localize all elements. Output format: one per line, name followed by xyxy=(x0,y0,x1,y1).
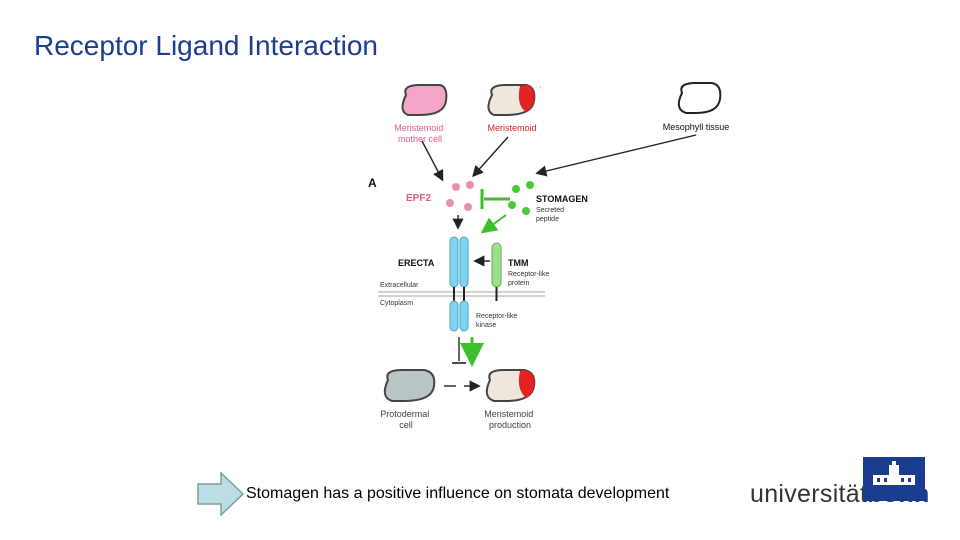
mesophyll-cell xyxy=(677,82,722,114)
meristemoid-mother-line1: Meristemoid xyxy=(394,123,443,133)
erecta-right-extracellular xyxy=(459,236,469,288)
caption-text: Stomagen has a positive influence on sto… xyxy=(246,485,670,502)
receptor-ligand-diagram: Meristemoid mother cell Meristemoid ' Me… xyxy=(360,75,760,445)
kinase-label: Receptor-like kinase xyxy=(476,313,519,329)
tmm-sub-line1: Receptor-like xyxy=(508,271,549,278)
logo-text-prefix: universität xyxy=(750,480,868,508)
building-emblem-icon xyxy=(863,457,925,501)
arrow-meristemoid-to-epf2 xyxy=(472,136,509,178)
stomagen-sub-line2: peptide xyxy=(536,216,559,223)
tmm-receptor xyxy=(491,242,502,288)
meristemoid-production-line2: production xyxy=(489,420,531,430)
meristemoid-production-red xyxy=(518,370,535,398)
tmm-label: TMM xyxy=(508,258,529,268)
stomagen-sub-line1: Secreted xyxy=(536,207,564,214)
mesophyll-label: Mesophyll tissue xyxy=(663,122,730,132)
erecta-right-kinase xyxy=(459,300,469,332)
meristemoid-mother-cell xyxy=(401,84,448,116)
meristemoid-mother-line2: mother cell xyxy=(398,134,442,144)
protodermal-cell xyxy=(383,369,436,402)
erecta-left-extracellular xyxy=(449,236,459,288)
epf2-dots xyxy=(446,181,474,211)
cytoplasm-label: Cytoplasm xyxy=(380,300,413,307)
slide-title: Receptor Ligand Interaction xyxy=(34,30,378,61)
protodermal-label: Protodermal cell xyxy=(380,409,432,430)
extracellular-label: Extracellular xyxy=(380,282,419,289)
kinase-line2: kinase xyxy=(476,322,496,329)
protodermal-line2: cell xyxy=(399,420,413,430)
arrow-mother-to-epf2 xyxy=(421,140,444,182)
erecta-left-kinase xyxy=(449,300,459,332)
kinase-line1: Receptor-like xyxy=(476,313,517,320)
meristemoid-mother-cell-label: Meristemoid mother cell xyxy=(394,123,446,144)
meristemoid-production-label: Meristemoid production xyxy=(484,409,536,430)
meristemoid-top-label: Meristemoid xyxy=(487,123,536,133)
protodermal-line1: Protodermal xyxy=(380,409,429,419)
stomagen-label: STOMAGEN xyxy=(536,194,588,204)
university-logo: universitätbonn xyxy=(750,455,930,515)
stomagen-sub-label: Secreted peptide xyxy=(536,207,566,223)
meristemoid-cell-top-red xyxy=(518,85,535,112)
epf2-label: EPF2 xyxy=(406,193,431,204)
tmm-sub-line2: protein xyxy=(508,280,530,287)
green-arrow-stomagen-to-erecta xyxy=(480,214,507,234)
arrow-mesophyll-to-stomagen xyxy=(535,134,697,177)
tiny-mark: ' xyxy=(540,87,541,93)
right-arrow-icon xyxy=(197,472,245,516)
tmm-sub-label: Receptor-like protein xyxy=(508,271,551,287)
meristemoid-production-line1: Meristemoid xyxy=(484,409,533,419)
stomagen-dots xyxy=(508,181,534,215)
panel-letter: A xyxy=(368,176,377,190)
erecta-label: ERECTA xyxy=(398,258,435,268)
